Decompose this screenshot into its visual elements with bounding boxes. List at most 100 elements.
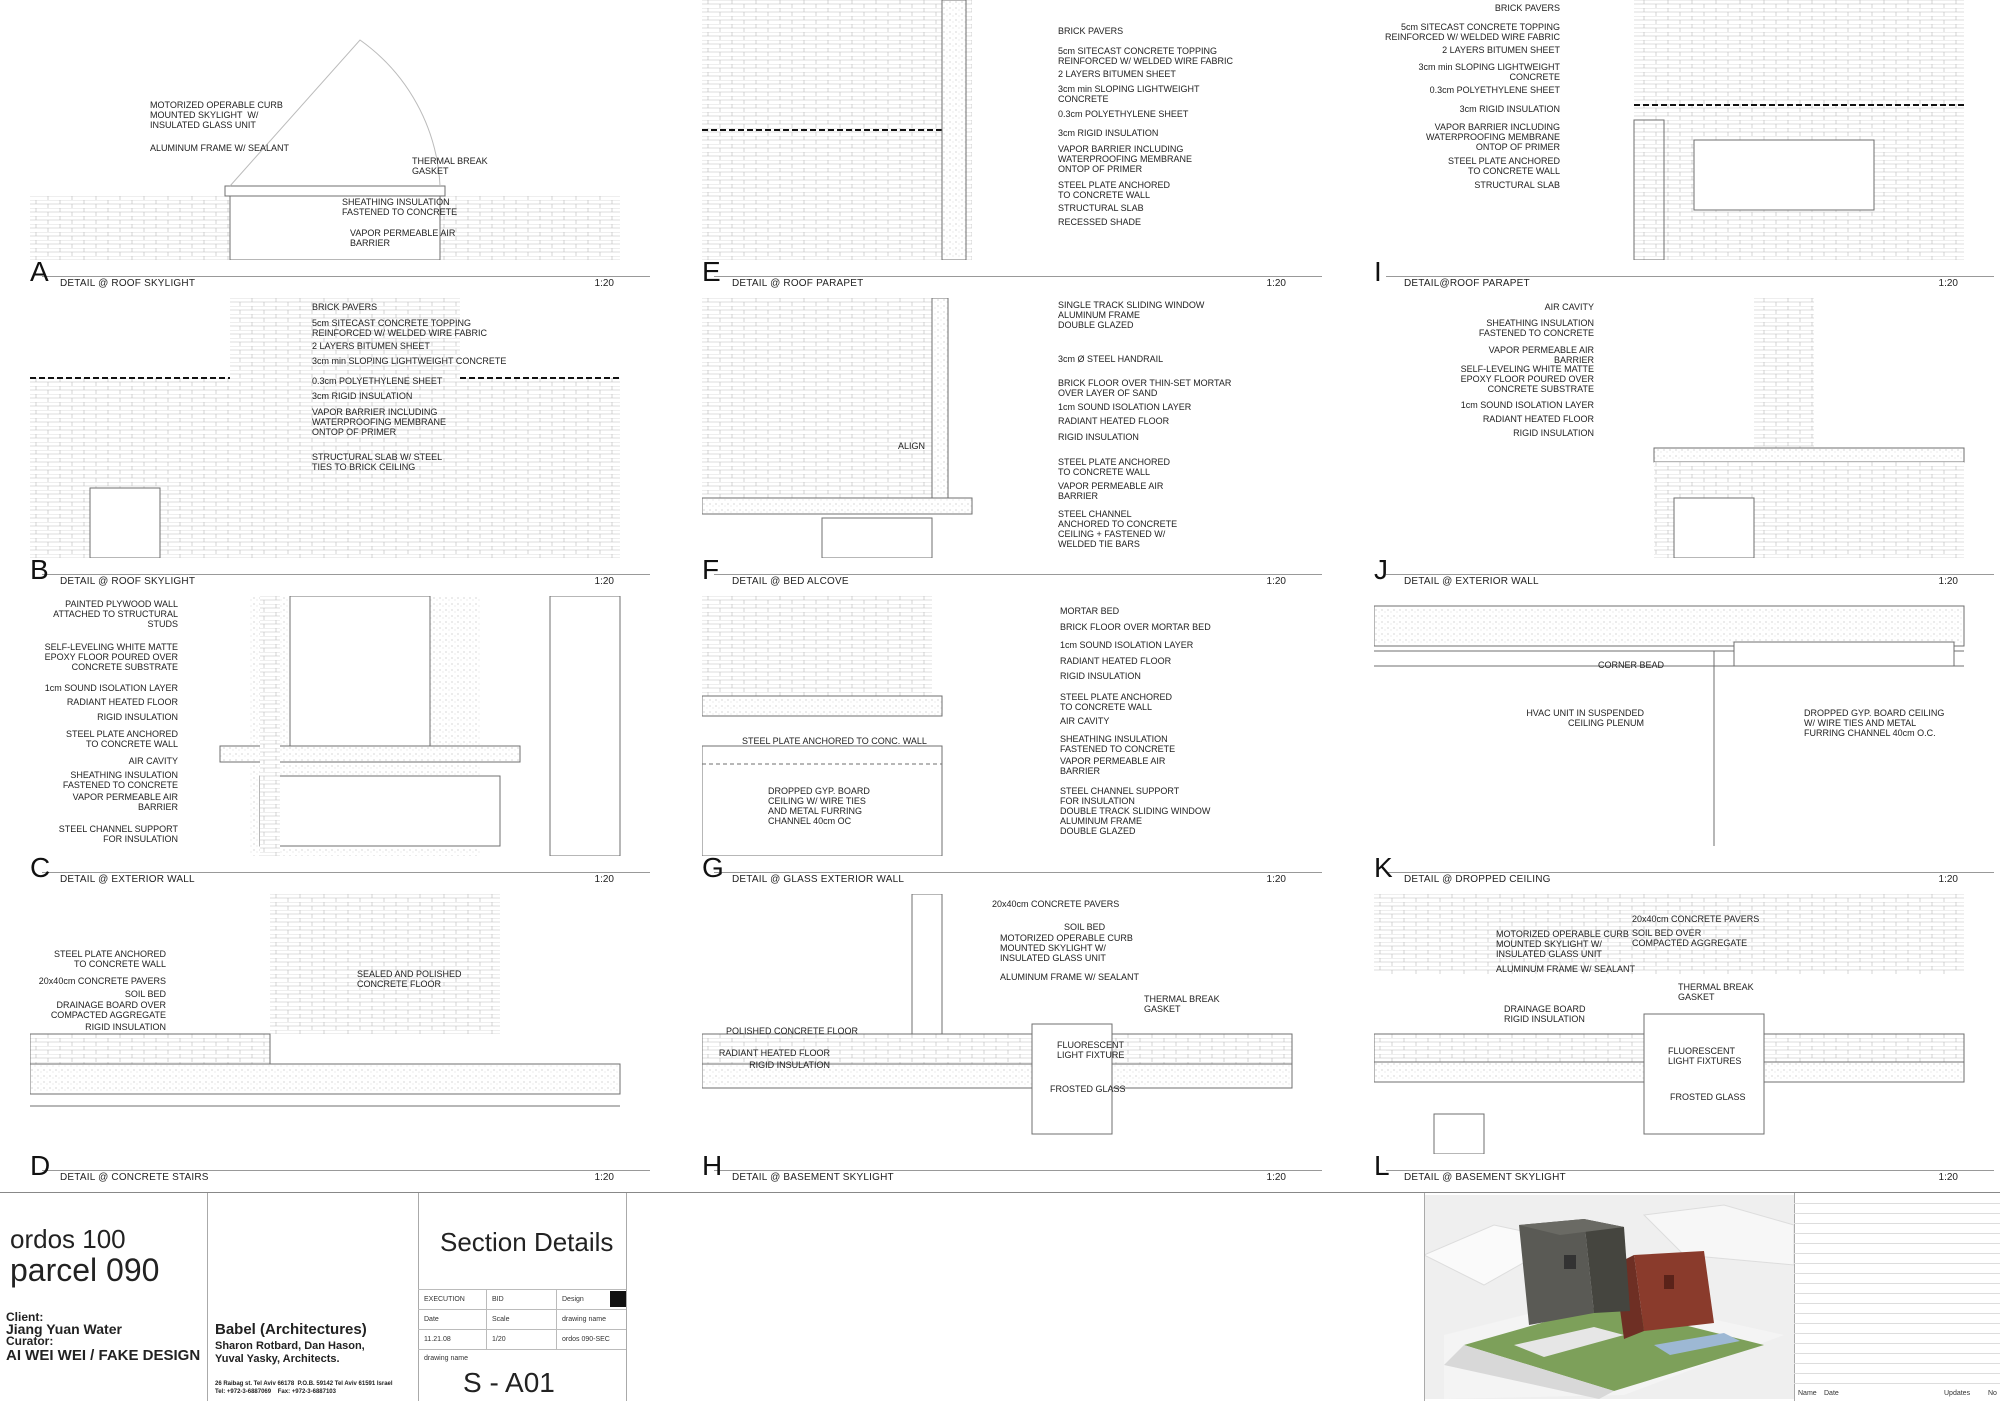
callout-note: DRAINAGE BOARD RIGID INSULATION bbox=[1504, 1004, 1586, 1024]
panel-title: DETAIL @ ROOF SKYLIGHT bbox=[60, 576, 196, 587]
panel-title: DETAIL @ BED ALCOVE bbox=[732, 576, 849, 587]
callout-note: MOTORIZED OPERABLE CURB MOUNTED SKYLIGHT… bbox=[150, 100, 283, 130]
firm-block: Babel (Architectures) Sharon Rotbard, Da… bbox=[215, 1321, 367, 1365]
detail-panel-l: L DETAIL @ BASEMENT SKYLIGHT 1:20 bbox=[1374, 894, 1994, 1192]
callout-note: PAINTED PLYWOOD WALL ATTACHED TO STRUCTU… bbox=[53, 599, 178, 629]
callout-note: AIR CAVITY bbox=[128, 756, 178, 766]
detail-panel-c: C DETAIL @ EXTERIOR WALL 1:20 bbox=[30, 596, 650, 894]
callout-note: ALIGN bbox=[898, 441, 926, 451]
callout-note: ALUMINUM FRAME W/ SEALANT bbox=[1000, 972, 1140, 982]
callout-note: 0.3cm POLYETHYLENE SHEET bbox=[312, 376, 443, 386]
callout-note: FROSTED GLASS bbox=[1050, 1084, 1126, 1094]
panel-title: DETAIL @ BASEMENT SKYLIGHT bbox=[1404, 1172, 1566, 1183]
callout-note: SHEATHING INSULATION FASTENED TO CONCRET… bbox=[342, 197, 458, 217]
detail-drawing-l bbox=[1374, 894, 1965, 1154]
panel-title: DETAIL @ BASEMENT SKYLIGHT bbox=[732, 1172, 894, 1183]
callout-note: STEEL CHANNEL ANCHORED TO CONCRETE CEILI… bbox=[1058, 509, 1178, 549]
panel-title: DETAIL @ ROOF PARAPET bbox=[732, 278, 864, 289]
cell-drawing-name-label-2: drawing name bbox=[424, 1355, 468, 1362]
panel-scale: 1:20 bbox=[1266, 576, 1286, 587]
panel-rule bbox=[1386, 276, 1994, 277]
panel-title: DETAIL @ CONCRETE STAIRS bbox=[60, 1172, 209, 1183]
callout-note: RIGID INSULATION bbox=[85, 1022, 166, 1032]
detail-drawing-h bbox=[702, 894, 1293, 1154]
callout-note: SELF-LEVELING WHITE MATTE EPOXY FLOOR PO… bbox=[44, 642, 178, 672]
panel-letter: G bbox=[702, 852, 724, 883]
callout-note: STRUCTURAL SLAB bbox=[1058, 203, 1144, 213]
callout-note: 20x40cm CONCRETE PAVERS bbox=[1632, 914, 1760, 924]
callout-note: RADIANT HEATED FLOOR bbox=[718, 1048, 830, 1058]
cell-design: Design bbox=[562, 1296, 584, 1303]
callout-note: 0.3cm POLYETHYLENE SHEET bbox=[1058, 109, 1189, 119]
detail-panel-e: E DETAIL @ ROOF PARAPET 1:20 bbox=[702, 0, 1322, 298]
callout-note: MORTAR BED bbox=[1060, 606, 1120, 616]
panel-rule bbox=[714, 872, 1322, 873]
detail-drawing-j bbox=[1653, 298, 1965, 558]
panel-rule bbox=[714, 276, 1322, 277]
callout-note: THERMAL BREAK GASKET bbox=[412, 156, 488, 176]
panel-rule bbox=[42, 276, 650, 277]
callout-note: VAPOR PERMEABLE AIR BARRIER bbox=[1058, 481, 1164, 501]
callout-note: ALUMINUM FRAME W/ SEALANT bbox=[1496, 964, 1636, 974]
callout-note: 3cm min SLOPING LIGHTWEIGHT CONCRETE bbox=[312, 356, 507, 366]
panel-rule bbox=[42, 574, 650, 575]
panel-letter: E bbox=[702, 256, 721, 287]
rev-header-name: Name bbox=[1798, 1390, 1817, 1397]
callout-note: VAPOR BARRIER INCLUDING WATERPROOFING ME… bbox=[1058, 144, 1193, 174]
callout-note: SHEATHING INSULATION FASTENED TO CONCRET… bbox=[1060, 734, 1176, 754]
callout-note: DROPPED GYP. BOARD CEILING W/ WIRE TIES … bbox=[1804, 708, 1945, 738]
callout-note: RADIANT HEATED FLOOR bbox=[1060, 656, 1172, 666]
callout-note: 3cm RIGID INSULATION bbox=[312, 391, 413, 401]
cell-scale: 1/20 bbox=[492, 1336, 506, 1343]
panel-title: DETAIL @ ROOF SKYLIGHT bbox=[60, 278, 196, 289]
design-marker bbox=[610, 1291, 626, 1307]
callout-note: POLISHED CONCRETE FLOOR bbox=[725, 1026, 858, 1036]
callout-note: 1cm SOUND ISOLATION LAYER bbox=[44, 683, 178, 693]
detail-drawing-d bbox=[30, 894, 621, 1154]
panel-letter: F bbox=[702, 554, 720, 585]
callout-note: STRUCTURAL SLAB W/ STEEL TIES TO BRICK C… bbox=[312, 452, 443, 472]
callout-note: SOIL BED bbox=[124, 989, 166, 999]
callout-note: AIR CAVITY bbox=[1060, 716, 1110, 726]
info-grid: EXECUTION BID Design Date Scale drawing … bbox=[418, 1289, 626, 1401]
detail-drawing-i bbox=[1633, 0, 1964, 260]
callout-note: 1cm SOUND ISOLATION LAYER bbox=[1060, 640, 1194, 650]
callout-note: 20x40cm CONCRETE PAVERS bbox=[992, 899, 1120, 909]
callout-note: 1cm SOUND ISOLATION LAYER bbox=[1058, 402, 1192, 412]
callout-note: STEEL CHANNEL SUPPORT FOR INSULATION bbox=[58, 824, 178, 844]
callout-note: RADIANT HEATED FLOOR bbox=[1058, 416, 1170, 426]
callout-note: RIGID INSULATION bbox=[749, 1060, 830, 1070]
callout-note: STRUCTURAL SLAB bbox=[1474, 180, 1560, 190]
callout-note: MOTORIZED OPERABLE CURB MOUNTED SKYLIGHT… bbox=[1496, 929, 1629, 959]
panel-scale: 1:20 bbox=[594, 1172, 614, 1183]
cell-execution: EXECUTION bbox=[424, 1296, 465, 1303]
callout-note: SEALED AND POLISHED CONCRETE FLOOR bbox=[357, 969, 462, 989]
callout-note: VAPOR BARRIER INCLUDING WATERPROOFING ME… bbox=[1425, 122, 1560, 152]
callout-note: STEEL PLATE ANCHORED TO CONCRETE WALL bbox=[1060, 692, 1173, 712]
sheet-number: S - A01 bbox=[463, 1367, 555, 1398]
callout-note: SELF-LEVELING WHITE MATTE EPOXY FLOOR PO… bbox=[1460, 364, 1594, 394]
callout-note: RADIANT HEATED FLOOR bbox=[66, 697, 178, 707]
callout-note: FLUORESCENT LIGHT FIXTURE bbox=[1057, 1040, 1125, 1060]
detail-drawing-g bbox=[702, 596, 943, 856]
panel-rule bbox=[714, 574, 1322, 575]
callout-note: RIGID INSULATION bbox=[1513, 428, 1594, 438]
panel-scale: 1:20 bbox=[1938, 874, 1958, 885]
detail-panel-d: D DETAIL @ CONCRETE STAIRS 1:20 bbox=[30, 894, 650, 1192]
callout-note: 5cm SITECAST CONCRETE TOPPING REINFORCED… bbox=[1384, 22, 1560, 42]
callout-note: RIGID INSULATION bbox=[97, 712, 178, 722]
title-block: ordos 100 parcel 090 Client: Jiang Yuan … bbox=[0, 1192, 2000, 1401]
cell-drawing-name-label: drawing name bbox=[562, 1316, 606, 1323]
callout-note: 3cm RIGID INSULATION bbox=[1459, 104, 1560, 114]
detail-drawing-e bbox=[702, 0, 972, 260]
callout-note: SOIL BED bbox=[1064, 922, 1106, 932]
callout-note: RECESSED SHADE bbox=[1058, 217, 1142, 227]
callout-note: 5cm SITECAST CONCRETE TOPPING REINFORCED… bbox=[1058, 46, 1234, 66]
panel-title: DETAIL@ROOF PARAPET bbox=[1404, 278, 1530, 289]
panel-letter: H bbox=[702, 1150, 723, 1181]
panel-scale: 1:20 bbox=[594, 576, 614, 587]
detail-panel-f: F DETAIL @ BED ALCOVE 1:20 bbox=[702, 298, 1322, 596]
panel-rule bbox=[42, 872, 650, 873]
panel-letter: J bbox=[1374, 554, 1388, 585]
detail-drawing-k bbox=[1374, 605, 1965, 846]
